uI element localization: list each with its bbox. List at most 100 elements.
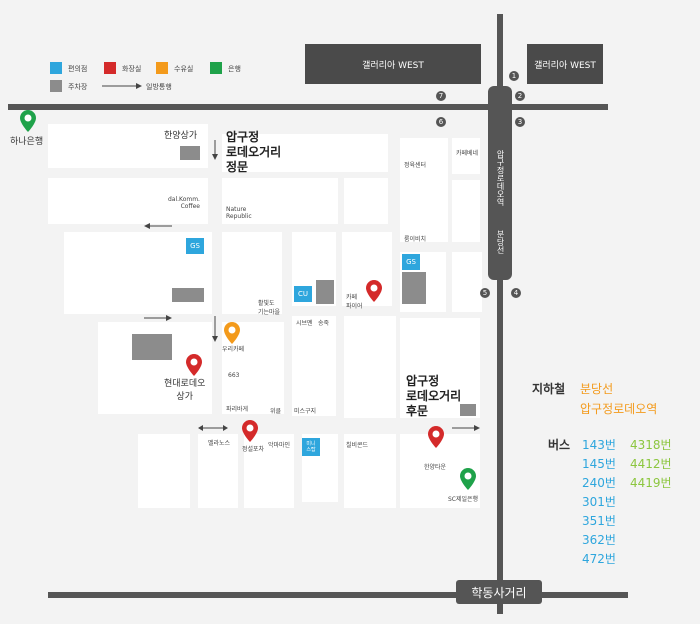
- block: [400, 318, 480, 418]
- mi-label: 미스구지: [294, 408, 317, 415]
- aka-label: 악마마인: [268, 442, 291, 449]
- twoway-arrow-icon: [198, 425, 228, 431]
- subway-label: 지하철: [532, 382, 566, 396]
- restroom-pin-icon: [366, 280, 382, 302]
- oil-label: 위클: [270, 408, 282, 415]
- convenience-legend-label: 편의점: [68, 65, 88, 73]
- restroom-legend-swatch: [104, 62, 116, 74]
- hyundai-rodeo-label: 현대로데오 상가: [164, 379, 206, 402]
- block: [452, 138, 480, 174]
- parking-lot: [180, 146, 200, 160]
- exit-4-marker: 4: [511, 288, 521, 298]
- kakao-label: 카페베네: [456, 150, 479, 157]
- nursing-legend-swatch: [156, 62, 168, 74]
- block: [138, 434, 190, 508]
- hanyang-town-label: 한양타운: [424, 464, 447, 471]
- bank-legend-swatch: [210, 62, 222, 74]
- exit-1-marker: 1: [509, 71, 519, 81]
- bus-blue-item: 351번: [582, 514, 616, 528]
- bella-label: 벨라노스: [208, 440, 231, 447]
- line-name-vertical: 분당선: [496, 230, 505, 254]
- songjuk-label: 송죽: [318, 320, 330, 327]
- oneway-arrow-icon: [102, 83, 142, 89]
- block: [292, 316, 336, 416]
- bus-blue-item: 145번: [582, 457, 616, 471]
- restroom-pin-icon: [242, 420, 258, 442]
- bank-pin-icon: [460, 468, 476, 490]
- subway-line: 분당선: [580, 382, 614, 396]
- bus-blue-item: 240번: [582, 476, 616, 490]
- restroom-pin-icon: [428, 426, 444, 448]
- bus-blue-item: 301번: [582, 495, 616, 509]
- block: [198, 434, 238, 508]
- bus-blue-item: 143번: [582, 438, 616, 452]
- block: [452, 180, 480, 242]
- exit-6-marker: 6: [436, 117, 446, 127]
- bus-label: 버스: [548, 438, 571, 452]
- bus-blue-item: 362번: [582, 533, 616, 547]
- a663-label: 663: [228, 372, 240, 379]
- restroom-pin-icon: [186, 354, 202, 376]
- block: [400, 138, 448, 242]
- bank-pin-icon: [20, 110, 36, 132]
- bank-legend-label: 은행: [228, 65, 241, 73]
- hakdong-intersection-label: 학동사거리: [456, 580, 542, 604]
- parking-lot: [172, 288, 204, 302]
- convenience-legend-swatch: [50, 62, 62, 74]
- oneway-arrow-icon: [452, 425, 480, 431]
- chil-label: 칠비콘드: [346, 442, 369, 449]
- bus-green-item: 4318번: [630, 438, 672, 452]
- block: [452, 252, 482, 312]
- oneway-arrow-icon: [144, 315, 172, 321]
- subway-station: 압구정로데오역: [580, 402, 658, 416]
- block: [48, 178, 208, 224]
- back-gate-label: 압구정 로데오거리 후문: [406, 374, 462, 418]
- gs-store-1: GS: [186, 238, 204, 254]
- oneway-legend-label: 일방통행: [146, 83, 172, 91]
- top-road: [8, 104, 608, 110]
- oneway-arrow-icon: [212, 140, 218, 160]
- exit-7-marker: 7: [436, 91, 446, 101]
- block: [222, 232, 282, 314]
- jung-label: 정설포차: [242, 446, 265, 453]
- hanyang-mall-label: 한양상가: [164, 131, 198, 141]
- sc-bank-label: SC제일은행: [448, 496, 479, 503]
- gs-store-2: GS: [402, 254, 420, 270]
- main-vertical-road: [497, 14, 503, 614]
- station-name-vertical: 압구정로데오역: [496, 150, 505, 206]
- oneway-arrow-icon: [144, 223, 172, 229]
- cafe-mac-label: 카페 파이어: [346, 294, 363, 310]
- parking-lot: [132, 334, 172, 360]
- block: [344, 178, 388, 224]
- restroom-legend-label: 화장실: [122, 65, 142, 73]
- exit-2-marker: 2: [515, 91, 525, 101]
- parking-lot: [316, 280, 334, 304]
- block: [222, 134, 388, 172]
- cu-store: CU: [294, 286, 312, 302]
- block: [222, 178, 338, 224]
- parking-lot: [460, 404, 476, 416]
- parking-lot: [402, 272, 426, 304]
- paris-label: 파리바게: [226, 406, 249, 413]
- block: [344, 316, 396, 418]
- nursing-legend-label: 수유실: [174, 65, 194, 73]
- shabu-label: 시브멘: [296, 320, 313, 327]
- bus-green-item: 4419번: [630, 476, 672, 490]
- bus-blue-item: 472번: [582, 552, 616, 566]
- hana-bank-label: 하나은행: [10, 137, 44, 147]
- bus-green-item: 4412번: [630, 457, 672, 471]
- parking-legend-label: 주차장: [68, 83, 88, 91]
- hwalbit-label: 활빛도 기는마을: [258, 300, 281, 316]
- room-e-label: 룸이비치: [404, 236, 427, 243]
- exit-3-marker: 3: [515, 117, 525, 127]
- nursing-pin-icon: [224, 322, 240, 344]
- parking-legend-swatch: [50, 80, 62, 92]
- jeongyuk-label: 정육센터: [404, 162, 427, 169]
- oneway-arrow-icon: [212, 316, 218, 342]
- block: [244, 434, 294, 508]
- exit-5-marker: 5: [480, 288, 490, 298]
- block: [344, 434, 396, 508]
- nature-republic-label: Nature Republic: [226, 206, 252, 220]
- galleria-west-building-1: 갤러리아 WEST: [305, 44, 481, 84]
- station-vertical-label: [488, 86, 512, 280]
